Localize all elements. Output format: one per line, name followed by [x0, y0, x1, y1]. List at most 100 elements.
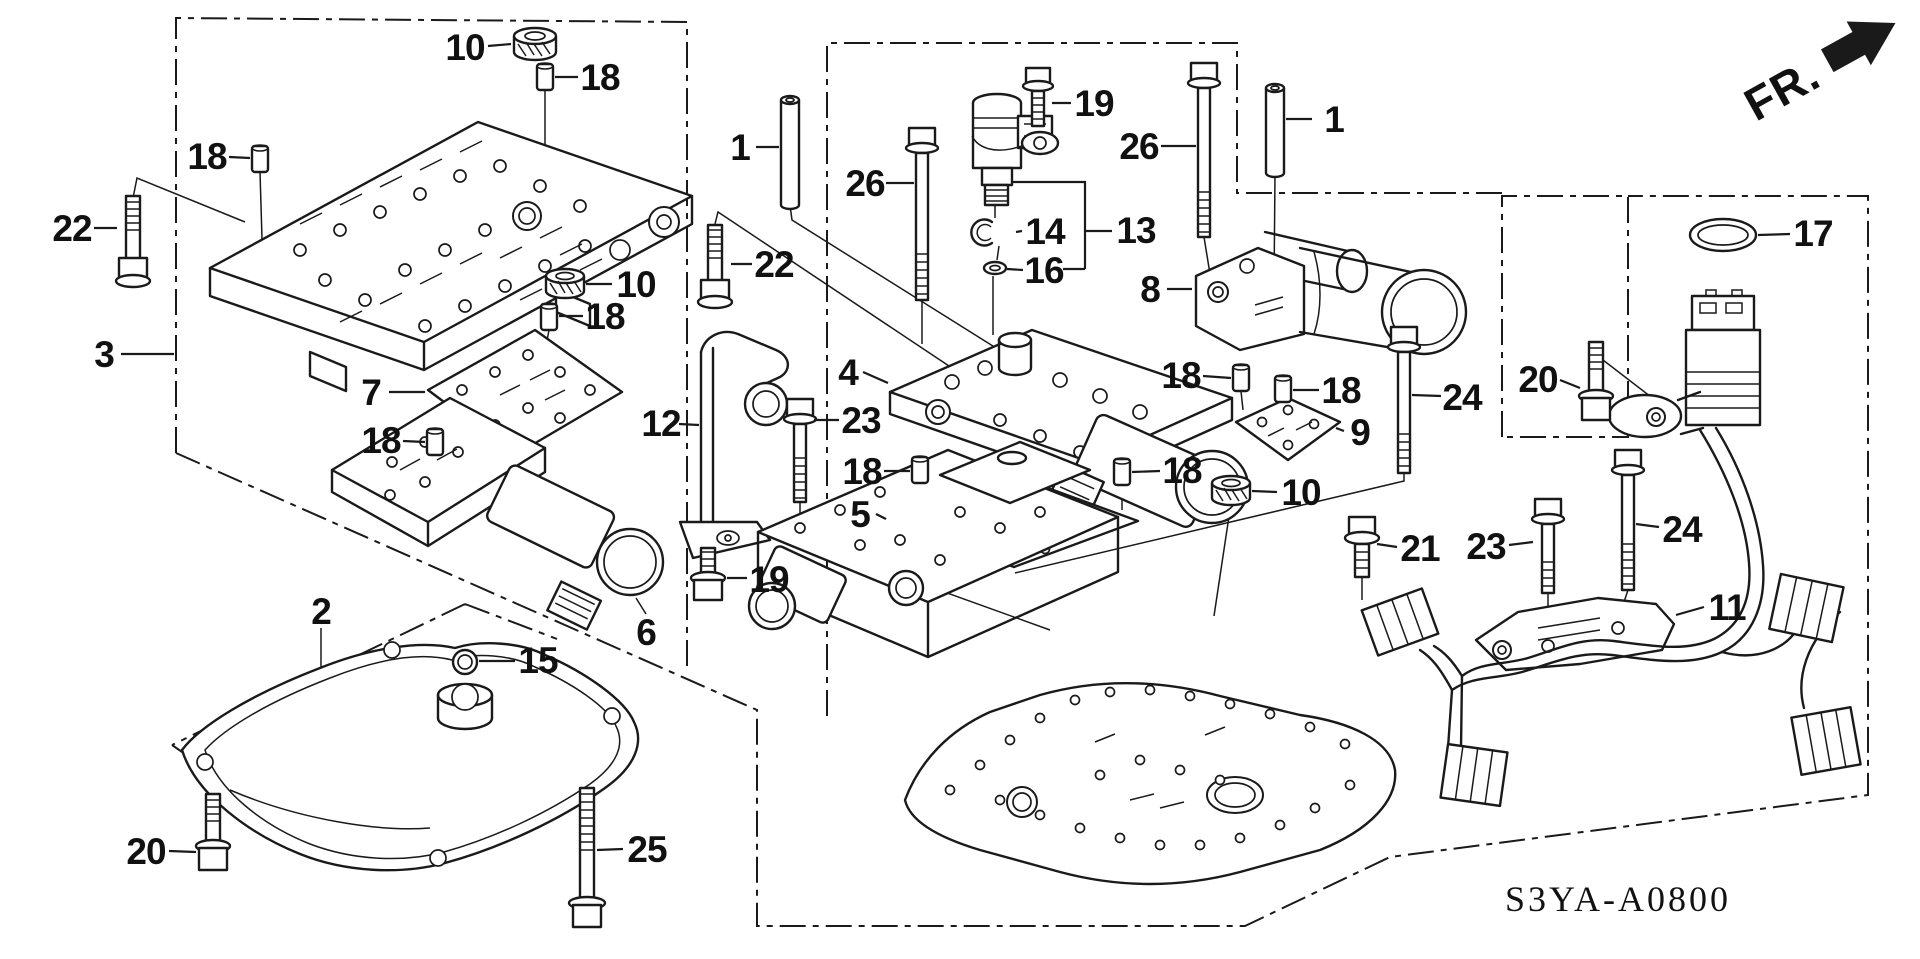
bolt-25 — [567, 786, 607, 929]
callout-20: 20 — [126, 831, 166, 872]
callout-25: 25 — [627, 829, 667, 870]
part-16-oring — [982, 260, 1008, 276]
fr-label: FR. — [1736, 48, 1829, 131]
callout-10: 10 — [1281, 472, 1321, 513]
callout-2: 2 — [311, 591, 331, 632]
callout-4: 4 — [838, 352, 859, 393]
pin-18 — [539, 302, 559, 332]
gasket-holes — [944, 684, 1356, 851]
part-11-bracket — [1474, 596, 1676, 672]
callout-18: 18 — [580, 57, 620, 98]
callout-18: 18 — [842, 451, 882, 492]
callout-23: 23 — [1466, 526, 1506, 567]
pin-18 — [1112, 457, 1132, 487]
callout-18: 18 — [1161, 355, 1201, 396]
pin-18 — [535, 62, 555, 92]
callout-11: 11 — [1708, 587, 1746, 628]
callout-18: 18 — [187, 136, 227, 177]
part-2-oil-pan — [180, 641, 640, 872]
callout-18: 18 — [361, 420, 401, 461]
harness-connector — [1360, 587, 1440, 657]
callout-1: 1 — [1324, 99, 1344, 140]
pipe-1 — [779, 94, 801, 211]
part-3-holes — [293, 159, 592, 333]
callout-3: 3 — [94, 334, 114, 375]
grommets — [512, 26, 1252, 507]
callout-labels: 10 18 18 22 3 7 18 2 20 15 25 6 10 18 22… — [52, 27, 1833, 872]
callout-5: 5 — [850, 494, 870, 535]
harness-connector — [1439, 742, 1509, 808]
callout-leader-lines — [94, 42, 1791, 854]
callout-24: 24 — [1442, 377, 1483, 418]
callout-1: 1 — [730, 127, 750, 168]
bolt-21 — [1343, 515, 1381, 579]
bolt-24 — [1386, 325, 1422, 475]
pin-18 — [250, 144, 270, 174]
callout-17: 17 — [1793, 213, 1832, 254]
bolt-23 — [1530, 497, 1566, 595]
bolt-20 — [194, 792, 232, 872]
callout-14: 14 — [1025, 211, 1066, 252]
fr-arrow-icon — [1820, 21, 1896, 73]
callout-7: 7 — [361, 372, 381, 413]
part-12-bracket — [678, 330, 789, 560]
callout-22: 22 — [754, 244, 794, 285]
bolt-26 — [904, 126, 940, 302]
dowel-pins — [250, 62, 1293, 487]
grommet-10 — [512, 26, 558, 62]
callout-18: 18 — [1162, 450, 1202, 491]
callout-8: 8 — [1140, 269, 1160, 310]
callout-18: 18 — [585, 296, 625, 337]
part-3-upper-valve-body — [208, 120, 694, 393]
fr-direction-indicator: FR. — [1736, 21, 1896, 131]
callout-26: 26 — [1119, 126, 1159, 167]
pin-18 — [1273, 374, 1293, 404]
callout-26: 26 — [845, 163, 885, 204]
wire-harness — [1360, 426, 1862, 808]
bolt-23 — [782, 397, 818, 504]
pin-18 — [425, 427, 445, 457]
bolt-26 — [1186, 61, 1222, 239]
grommet-10 — [1210, 474, 1252, 507]
bolts — [114, 61, 1646, 929]
pipe-1 — [1264, 82, 1286, 179]
part-6-body-and-solenoid — [330, 396, 665, 631]
bolt-19 — [1020, 66, 1060, 156]
callout-12: 12 — [641, 403, 681, 444]
callout-23: 23 — [841, 400, 881, 441]
callout-22: 22 — [52, 208, 92, 249]
boundary-box-part20 — [1501, 195, 1629, 438]
callout-19: 19 — [749, 559, 789, 600]
callout-9: 9 — [1350, 412, 1370, 453]
part-9-plate — [1234, 396, 1342, 462]
harness-connector — [1768, 572, 1845, 644]
callout-10: 10 — [616, 264, 656, 305]
callout-20: 20 — [1518, 359, 1558, 400]
callout-21: 21 — [1400, 528, 1440, 569]
callout-10: 10 — [445, 27, 485, 68]
part-17-oring — [1688, 217, 1758, 253]
callout-24: 24 — [1662, 509, 1703, 550]
callout-13: 13 — [1116, 210, 1156, 251]
part-13-solenoid — [971, 92, 1054, 207]
bolt-24 — [1610, 448, 1646, 592]
part-8-solenoid-assembly — [1194, 230, 1468, 356]
pin-18 — [1231, 363, 1251, 393]
bolt-22 — [114, 194, 152, 289]
pin-18 — [910, 455, 930, 485]
bolt-19 — [689, 546, 727, 602]
callout-15: 15 — [518, 640, 558, 681]
callout-19: 19 — [1074, 83, 1114, 124]
part-15-oring — [451, 648, 479, 676]
grommet-10 — [544, 267, 586, 300]
lower-valve-body — [747, 440, 1120, 659]
boundary-box-middle — [826, 42, 1502, 716]
callout-16: 16 — [1024, 250, 1064, 291]
part-14-snap-ring — [970, 218, 994, 247]
callout-18: 18 — [1321, 370, 1361, 411]
diagram-code: S3YA-A0800 — [1505, 879, 1731, 919]
harness-connector — [1790, 706, 1862, 776]
part-3-slots — [299, 140, 603, 323]
